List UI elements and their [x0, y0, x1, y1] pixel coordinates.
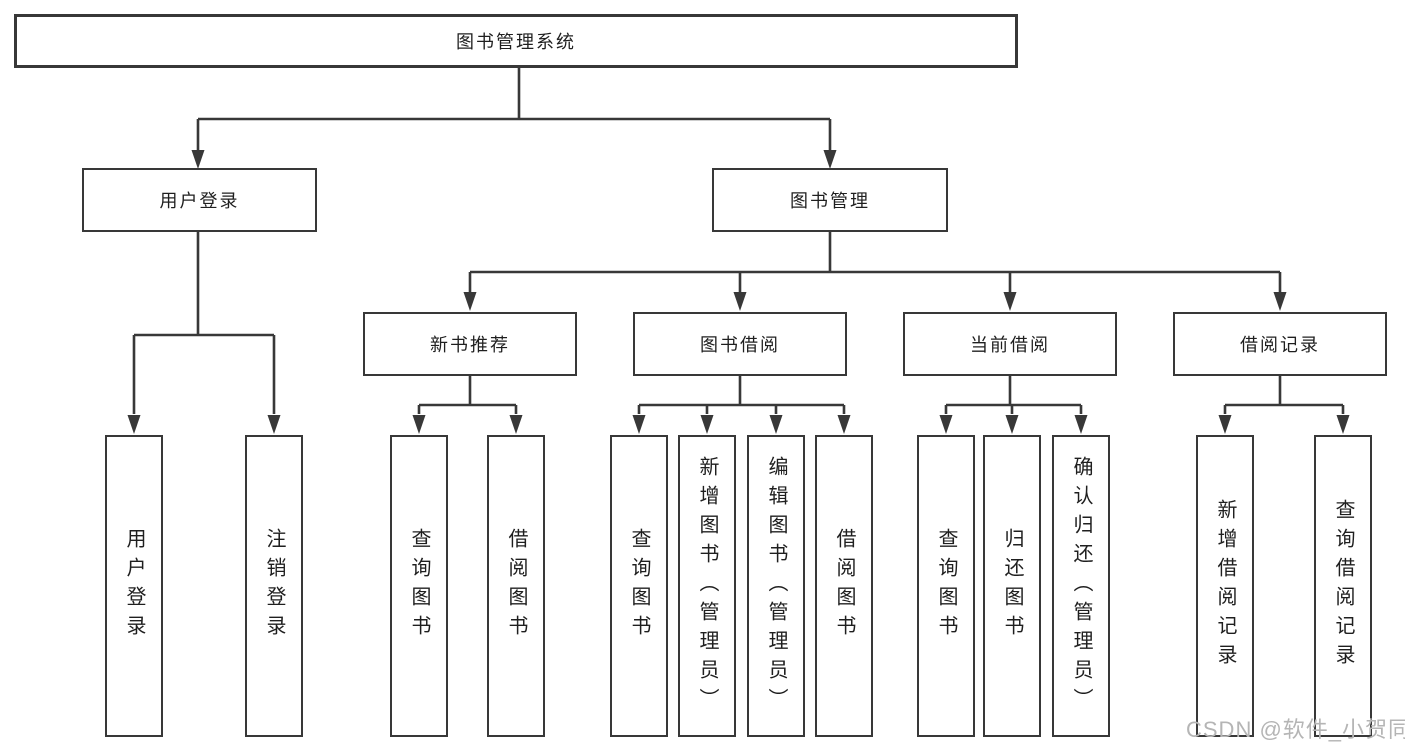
node-borrow-record: 借阅记录 — [1173, 312, 1387, 376]
leaf-label: 新增借阅记录 — [1214, 499, 1236, 673]
leaf-label: 借阅图书 — [833, 528, 855, 644]
leaf-query-book-current: 查询图书 — [917, 435, 975, 737]
node-label: 图书管理 — [790, 191, 870, 211]
connector-new-book-to-leaves — [417, 376, 518, 414]
leaf-return-book: 归还图书 — [983, 435, 1041, 737]
leaf-query-book-recommend: 查询图书 — [390, 435, 448, 737]
leaf-label: 查询图书 — [408, 528, 430, 644]
leaf-label: 归还图书 — [1001, 528, 1023, 644]
leaf-add-book-admin: 新增图书（管理员） — [678, 435, 736, 737]
node-label: 图书借阅 — [700, 335, 780, 355]
node-label: 用户登录 — [159, 191, 240, 211]
node-library-management-system: 图书管理系统 — [14, 14, 1018, 68]
node-label: 借阅记录 — [1240, 335, 1320, 355]
connector-current-borrow-to-leaves — [944, 376, 1083, 414]
leaf-label: 用户登录 — [123, 528, 145, 644]
leaf-logout-login: 注销登录 — [245, 435, 303, 737]
leaf-query-borrow-record: 查询借阅记录 — [1314, 435, 1372, 737]
node-user-login: 用户登录 — [82, 168, 317, 232]
connector-user-login-to-leaves — [132, 232, 276, 414]
node-label: 新书推荐 — [430, 335, 510, 355]
csdn-watermark: CSDN @软件_小贺同学 — [1186, 717, 1405, 742]
leaf-label: 注销登录 — [263, 528, 285, 644]
leaf-label: 借阅图书 — [505, 528, 527, 644]
leaf-borrow-book-recommend: 借阅图书 — [487, 435, 545, 737]
arrowheads — [127, 150, 1350, 434]
node-current-borrow: 当前借阅 — [903, 312, 1117, 376]
leaf-label: 查询借阅记录 — [1332, 499, 1354, 673]
connector-book-mgmt-to-level3 — [468, 232, 1282, 292]
leaf-edit-book-admin: 编辑图书（管理员） — [747, 435, 805, 737]
leaf-label: 新增图书（管理员） — [696, 455, 718, 717]
connector-root-to-level2 — [196, 68, 832, 150]
leaf-confirm-return-admin: 确认归还（管理员） — [1052, 435, 1110, 737]
leaf-add-borrow-record: 新增借阅记录 — [1196, 435, 1254, 737]
node-label: 当前借阅 — [970, 335, 1050, 355]
node-book-borrow: 图书借阅 — [633, 312, 847, 376]
leaf-label: 编辑图书（管理员） — [765, 455, 787, 717]
node-book-management: 图书管理 — [712, 168, 948, 232]
leaf-query-book-borrow: 查询图书 — [610, 435, 668, 737]
leaf-label: 查询图书 — [628, 528, 650, 644]
node-label: 图书管理系统 — [456, 32, 576, 52]
leaf-user-login: 用户登录 — [105, 435, 163, 737]
leaf-label: 查询图书 — [935, 528, 957, 644]
connector-book-borrow-to-leaves — [637, 376, 846, 414]
leaf-label: 确认归还（管理员） — [1070, 455, 1092, 717]
node-new-book-recommend: 新书推荐 — [363, 312, 577, 376]
connector-borrow-record-to-leaves — [1223, 376, 1345, 414]
leaf-borrow-book: 借阅图书 — [815, 435, 873, 737]
